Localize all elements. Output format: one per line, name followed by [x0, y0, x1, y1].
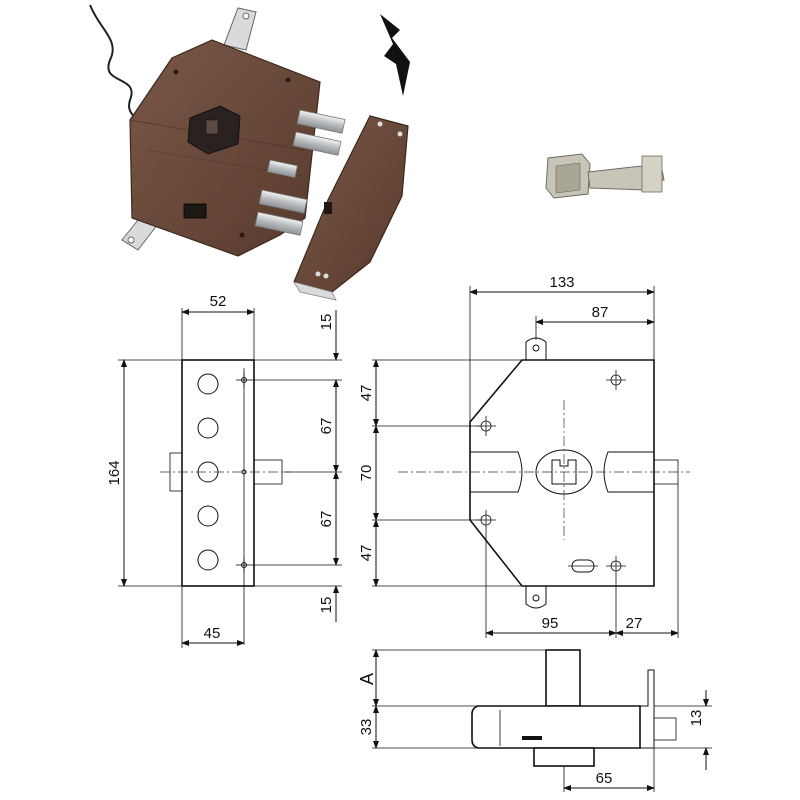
dim-side-upper: 47	[358, 385, 375, 402]
dim-front-offset-top: 15	[318, 314, 335, 331]
lock-product-illustration	[89, 4, 409, 301]
dim-bottom-flange: 13	[688, 710, 705, 727]
dim-side-lower: 47	[358, 545, 375, 562]
front-view-drawing	[118, 308, 342, 648]
dim-front-width-top: 52	[210, 293, 227, 310]
key-icon	[545, 153, 665, 199]
dim-front-width-bottom: 45	[204, 625, 221, 642]
dim-front-spacing-upper: 67	[318, 418, 335, 435]
lock-bolts	[254, 109, 346, 236]
bottom-view-drawing	[372, 649, 712, 792]
lock-small-lever	[183, 203, 207, 219]
dim-side-backset: 95	[542, 615, 559, 632]
lock-strike-plate	[293, 115, 409, 293]
dim-front-offset-bottom: 15	[318, 597, 335, 614]
dim-front-spacing-lower: 67	[318, 511, 335, 528]
dim-side-middle: 70	[358, 465, 375, 482]
side-view-drawing	[372, 286, 690, 638]
dim-bottom-depth: 33	[358, 719, 375, 736]
side-lock-body	[469, 359, 655, 587]
dim-bottom-width: 65	[596, 770, 613, 787]
dim-side-bolt: 27	[626, 615, 643, 632]
dim-side-total-width: 133	[549, 274, 574, 291]
dim-side-partial-width: 87	[592, 304, 609, 321]
dim-bottom-label: A	[357, 673, 377, 685]
lightning-icon	[380, 14, 410, 96]
lock-top-tab	[223, 7, 257, 51]
dim-front-height: 164	[106, 460, 123, 485]
